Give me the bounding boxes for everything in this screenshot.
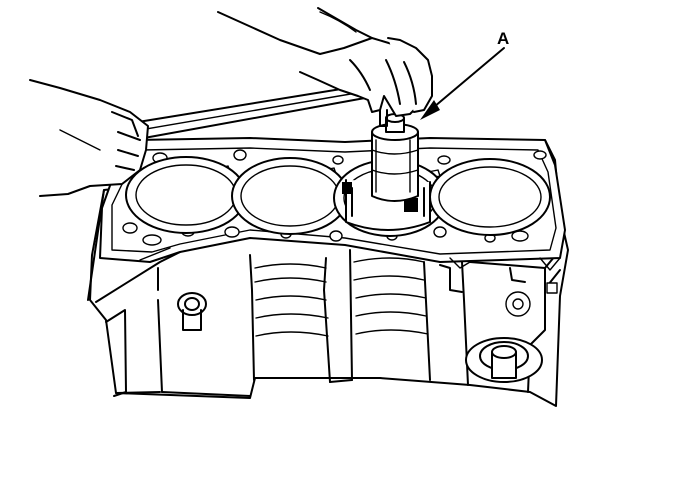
right-bolt (465, 291, 543, 383)
special-tool-a (342, 109, 431, 231)
callout-label-a: A (497, 29, 510, 48)
technician-hands (29, 7, 433, 197)
callout-arrow (420, 47, 505, 120)
left-bolt (177, 292, 207, 331)
